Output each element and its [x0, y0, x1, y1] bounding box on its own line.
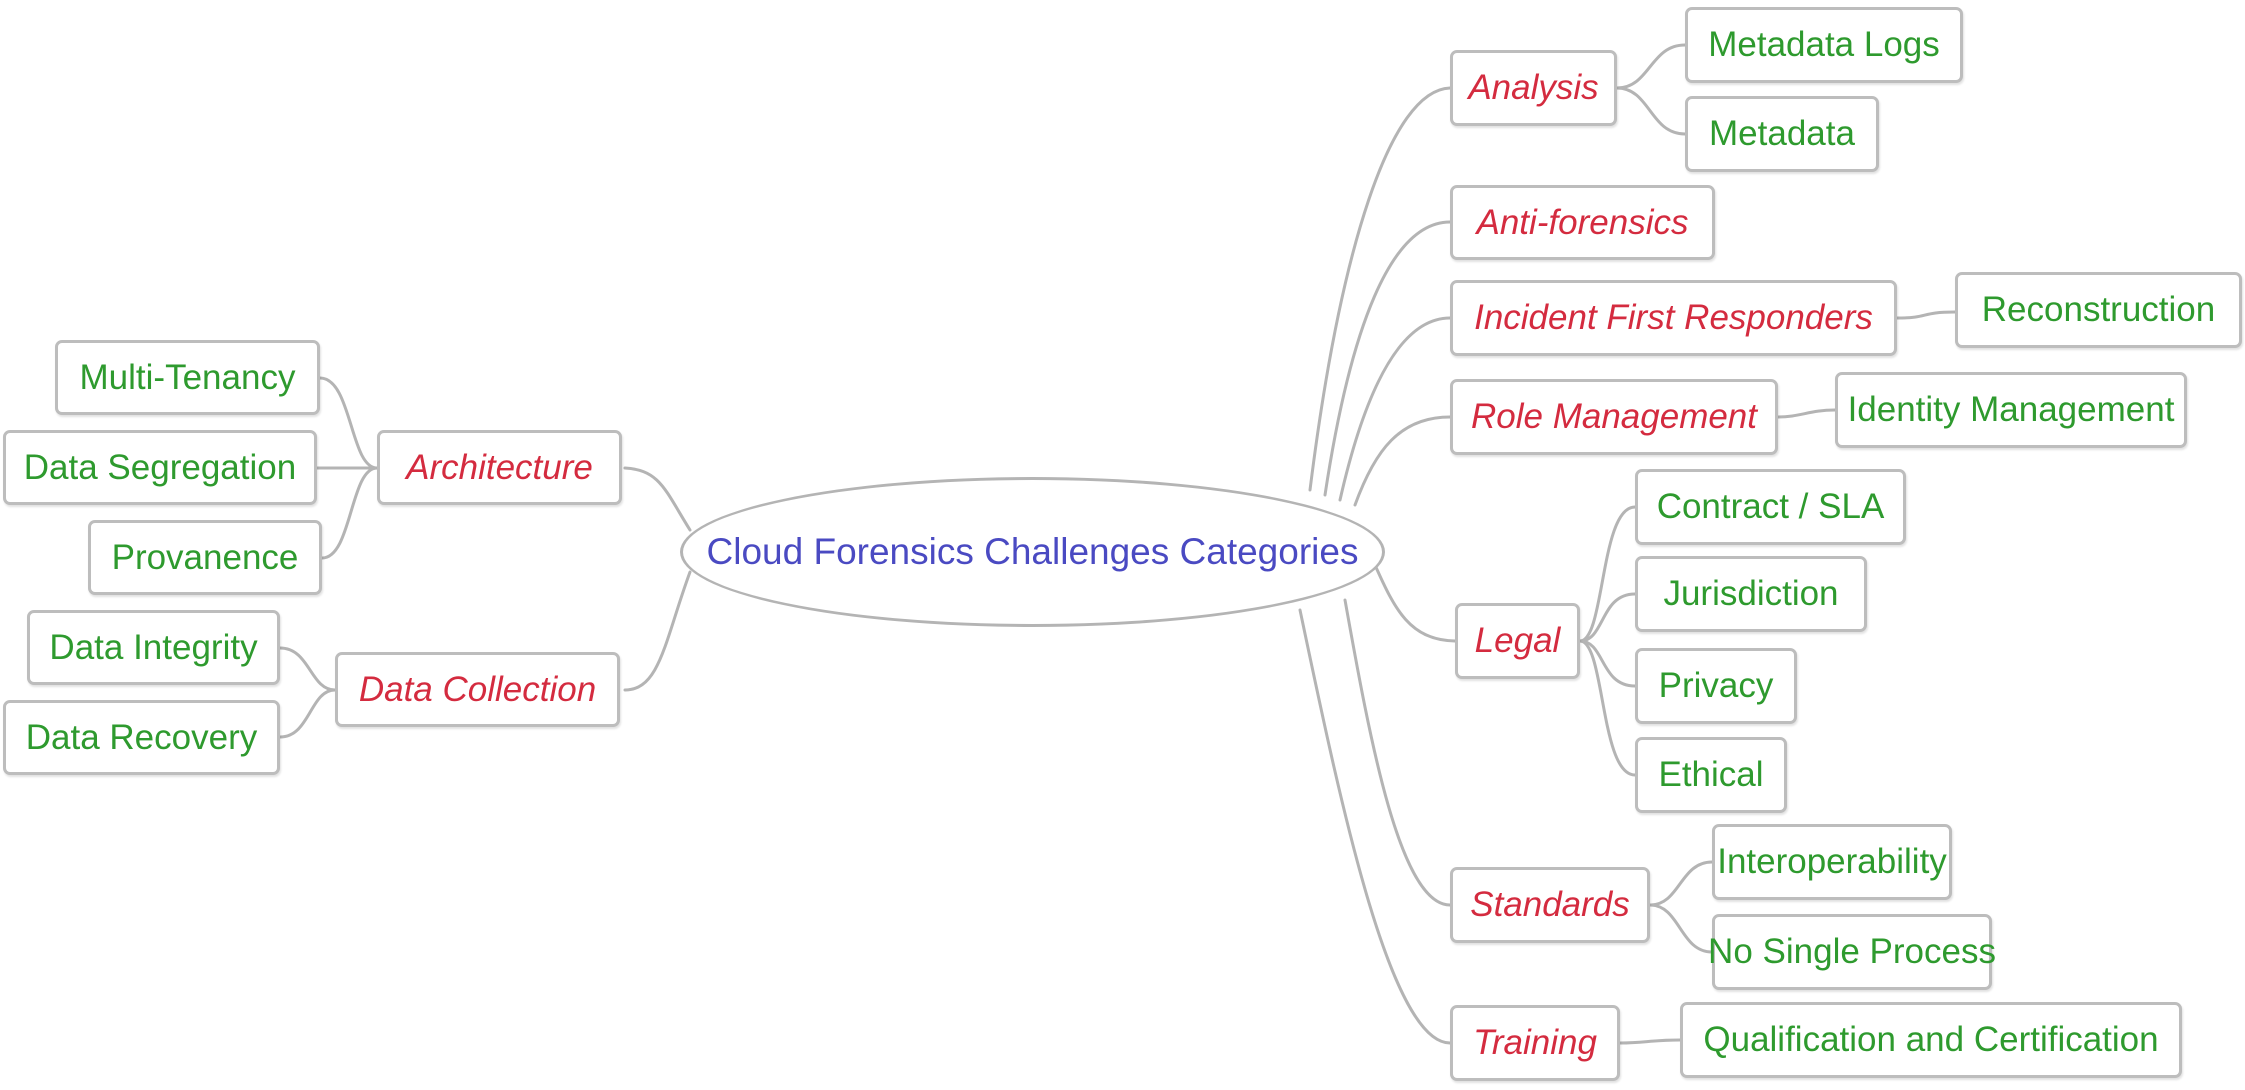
leaf-jurisdiction[interactable]: Jurisdiction [1635, 556, 1867, 632]
link-analysis-metadata [1615, 86, 1687, 136]
category-role-management[interactable]: Role Management [1450, 379, 1778, 455]
leaf-provanence[interactable]: Provanence [88, 520, 322, 595]
leaf-data-recovery[interactable]: Data Recovery [3, 700, 280, 775]
category-legal[interactable]: Legal [1455, 603, 1580, 679]
link-role-identity [1776, 408, 1837, 419]
leaf-data-segregation[interactable]: Data Segregation [3, 430, 317, 505]
link-incident-reconstruction [1895, 310, 1957, 320]
category-anti-forensics[interactable]: Anti-forensics [1450, 185, 1715, 260]
leaf-contract-sla[interactable]: Contract / SLA [1635, 469, 1906, 545]
leaf-privacy[interactable]: Privacy [1635, 648, 1797, 724]
category-analysis[interactable]: Analysis [1450, 50, 1617, 126]
leaf-qualification-and-certification[interactable]: Qualification and Certification [1680, 1002, 2182, 1078]
link-data-collection-recovery [278, 688, 337, 739]
leaf-identity-management[interactable]: Identity Management [1835, 372, 2187, 448]
link-legal-ethical [1578, 639, 1637, 777]
leaf-ethical[interactable]: Ethical [1635, 737, 1787, 813]
leaf-metadata[interactable]: Metadata [1685, 96, 1879, 172]
category-standards[interactable]: Standards [1450, 867, 1650, 943]
link-legal-contract [1578, 505, 1637, 643]
link-standards-no-single-process [1648, 903, 1714, 954]
link-standards-interoperability [1648, 860, 1714, 907]
link-root-role-management [1353, 415, 1452, 507]
link-legal-privacy [1578, 639, 1637, 688]
link-architecture-multi-tenancy [318, 376, 379, 470]
link-analysis-metadata-logs [1615, 43, 1687, 90]
link-root-analysis [1308, 86, 1452, 492]
link-root-architecture [623, 466, 692, 532]
link-training-qualification [1618, 1038, 1682, 1045]
category-data-collection[interactable]: Data Collection [335, 652, 620, 727]
root-node[interactable]: Cloud Forensics Challenges Categories [680, 477, 1385, 627]
link-legal-jurisdiction [1578, 592, 1637, 643]
leaf-reconstruction[interactable]: Reconstruction [1955, 272, 2242, 348]
link-root-training [1298, 608, 1452, 1045]
link-root-standards [1343, 598, 1452, 907]
leaf-interoperability[interactable]: Interoperability [1712, 824, 1952, 900]
link-architecture-provanence [320, 466, 379, 560]
category-architecture[interactable]: Architecture [377, 430, 622, 505]
link-root-incident [1338, 316, 1452, 502]
link-root-legal [1373, 563, 1457, 643]
category-incident-first-responders[interactable]: Incident First Responders [1450, 280, 1897, 356]
leaf-metadata-logs[interactable]: Metadata Logs [1685, 7, 1963, 83]
leaf-multi-tenancy[interactable]: Multi-Tenancy [55, 340, 320, 415]
link-root-data-collection [623, 570, 692, 692]
leaf-no-single-process[interactable]: No Single Process [1708, 914, 1996, 990]
leaf-data-integrity[interactable]: Data Integrity [27, 610, 280, 685]
link-data-collection-integrity [278, 646, 337, 692]
category-training[interactable]: Training [1450, 1005, 1620, 1081]
link-root-anti-forensics [1323, 220, 1452, 497]
